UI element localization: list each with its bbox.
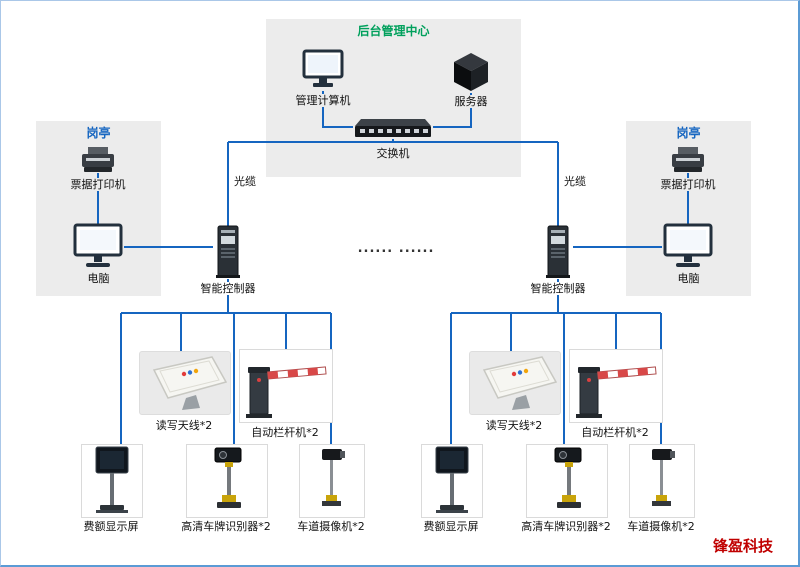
camera-right-label: 车道摄像机*2 (627, 520, 695, 533)
backend-title: 后台管理中心 (357, 24, 430, 38)
plate-recognizer-left-icon (214, 447, 242, 508)
booth-pc-right-icon (663, 223, 713, 267)
antenna-left-box (139, 351, 231, 415)
lane-camera-right-icon (652, 449, 675, 506)
camera-right-box (629, 444, 695, 518)
fee-display-right-box (421, 444, 483, 518)
recognizer-right-label: 高清车牌识别器*2 (521, 520, 611, 533)
antenna-right-label: 读写天线*2 (485, 419, 543, 432)
fee-display-left-box (81, 444, 143, 518)
switch-icon (355, 119, 431, 137)
ticket-printer-right-label: 票据打印机 (643, 178, 733, 191)
barrier-left-box (239, 349, 333, 423)
cable-right-label: 光缆 (564, 175, 586, 188)
server-icon (454, 53, 488, 91)
booth-right-title: 岗亭 (676, 126, 701, 140)
ticket-printer-left-icon (82, 147, 114, 172)
recognizer-left-box (186, 444, 268, 518)
barrier-left-label: 自动栏杆机*2 (251, 426, 319, 439)
server-label: 服务器 (431, 95, 511, 108)
booth-left-title: 岗亭 (86, 126, 111, 140)
smart-controller-right-label: 智能控制器 (518, 282, 598, 295)
management-computer-icon (302, 49, 344, 87)
recognizer-right-box (526, 444, 608, 518)
management-computer-label: 管理计算机 (273, 94, 373, 107)
fee-display-right-label: 费额显示屏 (423, 520, 479, 533)
booth-pc-right-label: 电脑 (651, 272, 726, 285)
switch-label: 交换机 (353, 147, 433, 160)
fee-display-right-icon (435, 446, 469, 513)
ticket-printer-right-icon (672, 147, 704, 172)
booth-pc-left-icon (73, 223, 123, 267)
barrier-gate-right-icon (576, 366, 657, 418)
lane-camera-left-icon (322, 449, 345, 506)
smart-controller-left-label: 智能控制器 (188, 282, 268, 295)
booth-pc-left-label: 电脑 (61, 272, 136, 285)
antenna-left-label: 读写天线*2 (155, 419, 213, 432)
barrier-right-label: 自动栏杆机*2 (581, 426, 649, 439)
barrier-gate-left-icon (246, 366, 327, 418)
fee-display-left-icon (95, 446, 129, 513)
fee-display-left-label: 费额显示屏 (83, 520, 139, 533)
barrier-right-box (569, 349, 663, 423)
ticket-printer-left-label: 票据打印机 (53, 178, 143, 191)
antenna-right-box (469, 351, 561, 415)
smart-controller-right-icon (546, 225, 570, 278)
camera-left-box (299, 444, 365, 518)
company-logo-text: 锋盈科技 (712, 537, 773, 555)
ellipsis-dots: ...... ...... (357, 241, 435, 256)
plate-recognizer-right-icon (554, 447, 582, 508)
rfid-antenna-right-icon (482, 356, 558, 410)
recognizer-left-label: 高清车牌识别器*2 (181, 520, 271, 533)
cable-left-label: 光缆 (234, 175, 256, 188)
smart-controller-left-icon (216, 225, 240, 278)
camera-left-label: 车道摄像机*2 (297, 520, 365, 533)
rfid-antenna-left-icon (152, 356, 228, 410)
